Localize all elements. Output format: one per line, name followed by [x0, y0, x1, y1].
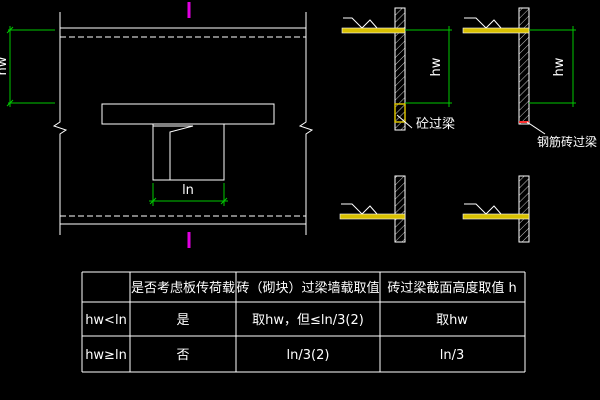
lintel-section-lower-right — [462, 175, 530, 243]
ln-dimension — [149, 183, 228, 206]
lintel-beam — [101, 103, 275, 125]
row1-wall-load: 取hw，但≤ln/3(2) — [252, 313, 364, 328]
ln-label: ln — [182, 183, 194, 198]
row1-condition: hw<ln — [85, 313, 127, 328]
hw-label: hw — [0, 56, 10, 75]
row1-section-height: 取hw — [436, 313, 468, 328]
row2-wall-load: ln/3(2) — [287, 348, 330, 363]
row1-slab-load: 是 — [176, 313, 189, 328]
wall-elevation — [52, 12, 314, 235]
concrete-lintel-caption: 砼过梁 — [416, 117, 455, 132]
brick-lintel-caption: 钢筋砖过梁 — [537, 134, 597, 149]
brick-hw-label: hw — [552, 57, 567, 76]
row2-slab-load: 否 — [176, 348, 189, 363]
row2-condition: hw≥ln — [85, 348, 127, 363]
hw-dimension — [6, 26, 55, 107]
brick-lintel-section — [462, 7, 576, 135]
lintel-section-lower-left — [339, 175, 406, 243]
header-section-height: 砖过梁截面高度取值 h — [387, 280, 516, 296]
row2-section-height: ln/3 — [440, 348, 465, 363]
concrete-hw-label: hw — [429, 57, 444, 76]
concrete-lintel-section — [341, 7, 452, 131]
load-table — [81, 271, 526, 373]
header-slab-load: 是否考虑板传荷载 — [131, 281, 235, 296]
header-wall-load: 砖（砌块）过梁墙载取值 — [236, 280, 379, 296]
